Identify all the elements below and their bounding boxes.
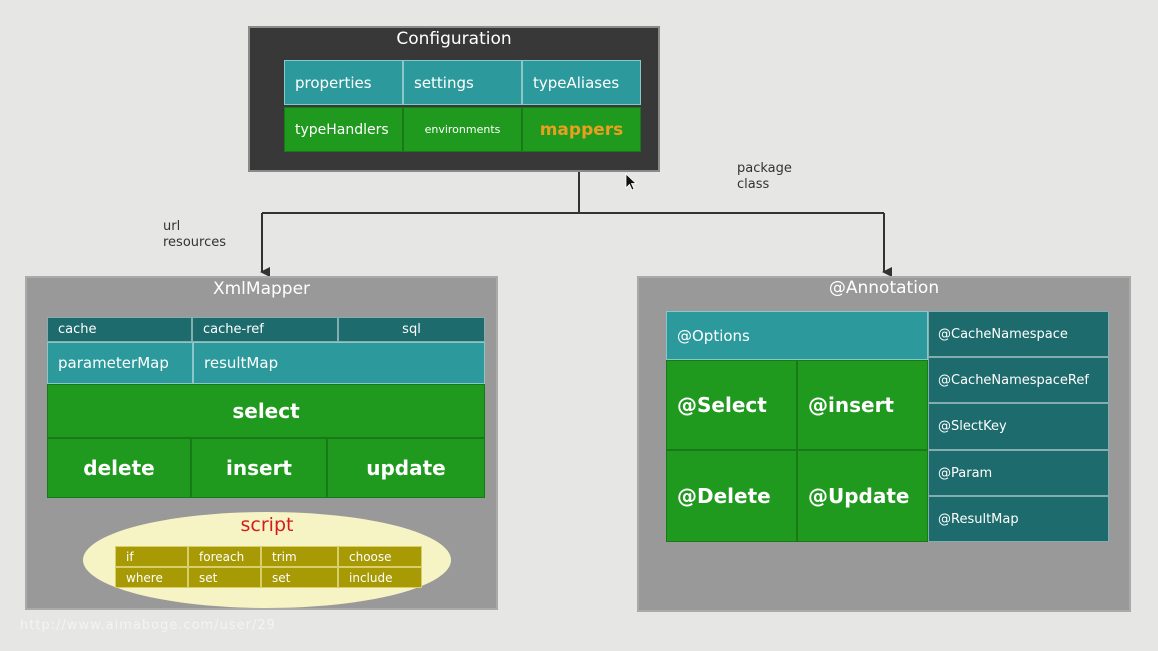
xmlmapper-title: XmlMapper xyxy=(212,279,311,299)
xml-cell-cache: cache xyxy=(47,317,192,342)
label-resources: resources xyxy=(163,235,227,250)
config-cell-settings: settings xyxy=(403,60,522,105)
script-cell-foreach: foreach xyxy=(188,546,261,567)
config-cell-properties: properties xyxy=(284,60,403,105)
annotation-box: @Annotation @Options @Select @insert @De… xyxy=(637,276,1131,612)
xml-cell-insert: insert xyxy=(191,438,327,498)
script-cell-set-1: set xyxy=(188,567,261,588)
script-title: script xyxy=(240,514,294,536)
xml-cell-parametermap: parameterMap xyxy=(47,342,193,384)
annotation-title: @Annotation xyxy=(828,278,940,298)
ann-side-cachenamespace: @CacheNamespace xyxy=(928,311,1109,357)
script-cell-set-2: set xyxy=(261,567,338,588)
ann-side-slectkey: @SlectKey xyxy=(928,403,1109,450)
configuration-title: Configuration xyxy=(396,29,512,49)
ann-cell-update: @Update xyxy=(797,450,928,542)
cursor-icon xyxy=(625,173,638,191)
xml-cell-update: update xyxy=(327,438,485,498)
xml-cell-delete: delete xyxy=(47,438,191,498)
watermark-text: http://www.aimaboge.com/user/29 xyxy=(20,618,276,633)
config-cell-environments: environments xyxy=(403,107,522,152)
config-cell-typealiases: typeAliases xyxy=(522,60,641,105)
xml-cell-cache-ref: cache-ref xyxy=(192,317,338,342)
script-cell-choose: choose xyxy=(338,546,422,567)
ann-side-resultmap: @ResultMap xyxy=(928,496,1109,542)
ann-cell-options: @Options xyxy=(666,311,928,360)
xml-cell-select: select xyxy=(47,384,485,438)
ann-cell-insert: @insert xyxy=(797,360,928,450)
config-cell-mappers: mappers xyxy=(522,107,641,152)
ann-side-cachenamespaceref: @CacheNamespaceRef xyxy=(928,357,1109,403)
label-class: class xyxy=(737,177,770,192)
ann-cell-select: @Select xyxy=(666,360,797,450)
script-cell-where: where xyxy=(115,567,188,588)
config-cell-typehandlers: typeHandlers xyxy=(284,107,403,152)
script-cell-trim: trim xyxy=(261,546,338,567)
label-package: package xyxy=(737,161,792,176)
ann-side-param: @Param xyxy=(928,450,1109,496)
ann-cell-delete: @Delete xyxy=(666,450,797,542)
xmlmapper-box: XmlMapper cache cache-ref sql parameterM… xyxy=(25,276,498,610)
script-cell-if: if xyxy=(115,546,188,567)
xml-cell-resultmap: resultMap xyxy=(193,342,485,384)
label-url: url xyxy=(163,219,181,234)
script-cell-include: include xyxy=(338,567,422,588)
configuration-box: Configuration properties settings typeAl… xyxy=(248,26,660,172)
xml-cell-sql: sql xyxy=(338,317,485,342)
